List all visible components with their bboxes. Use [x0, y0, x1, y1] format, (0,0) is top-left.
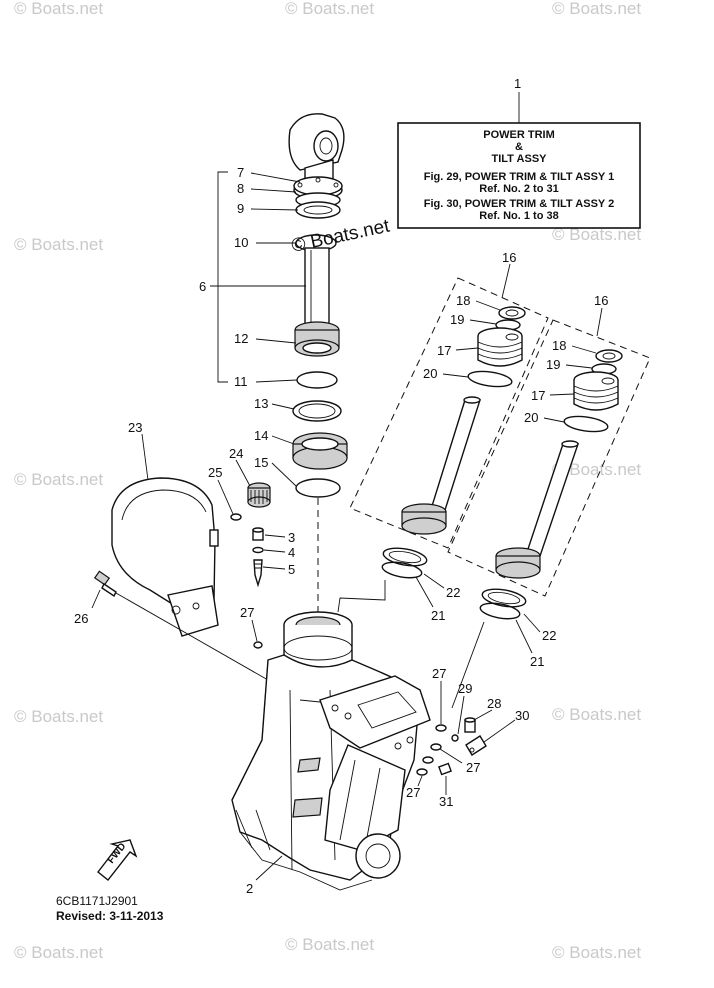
ref-box-line6: Fig. 30, POWER TRIM & TILT ASSY 2 [424, 198, 614, 210]
watermark-text: © Boats.net [14, 470, 103, 489]
seal-rings-21-22 [337, 547, 527, 709]
watermark-text: © Boats.net [552, 460, 641, 479]
callout-31: 31 [439, 794, 453, 809]
ref-box-line3: TILT ASSY [492, 153, 548, 165]
valve-hardware [416, 717, 487, 776]
footer: 6CB1171J2901 Revised: 3-11-2013 [56, 894, 164, 923]
fwd-arrow: FWD [97, 839, 138, 881]
ref-box-line5: Ref. No. 2 to 31 [479, 183, 558, 195]
ref-box-line4: Fig. 29, POWER TRIM & TILT ASSY 1 [424, 171, 614, 183]
reference-box: POWER TRIM & TILT ASSY Fig. 29, POWER TR… [397, 92, 641, 229]
callout-21-left: 21 [431, 608, 445, 623]
ref-box-line1: POWER TRIM [483, 129, 555, 141]
callout-11: 11 [234, 374, 248, 389]
watermark-text: © Boats.net [14, 235, 103, 254]
watermark-text: © Boats.net [14, 943, 103, 962]
callout-17-right: 17 [531, 388, 545, 403]
watermark-text: © Boats.net [552, 705, 641, 724]
diagram-code: 6CB1171J2901 [56, 894, 138, 908]
callout-18-right: 18 [552, 338, 566, 353]
callout-25: 25 [208, 465, 222, 480]
callout-30: 30 [515, 708, 529, 723]
callout-27-left: 27 [240, 605, 254, 620]
callout-4: 4 [288, 545, 295, 560]
callout-12: 12 [234, 331, 248, 346]
callout-28: 28 [487, 696, 501, 711]
callout-14: 14 [254, 428, 268, 443]
callout-26: 26 [74, 611, 88, 626]
revision-date: Revised: 3-11-2013 [56, 909, 164, 923]
callout-19-left: 19 [450, 312, 464, 327]
small-hardware [93, 482, 271, 681]
tilt-rod-assembly [288, 113, 348, 620]
watermark-text: © Boats.net [285, 935, 374, 954]
watermark-text: © Boats.net [552, 0, 641, 18]
callout-23: 23 [128, 420, 142, 435]
callout-19-right: 19 [546, 357, 560, 372]
callout-3: 3 [288, 530, 295, 545]
callout-6: 6 [199, 279, 206, 294]
callout-16-right: 16 [594, 293, 608, 308]
callout-1: 1 [514, 76, 521, 91]
watermark-text: © Boats.net [285, 0, 374, 18]
watermark-text: © Boats.net [14, 0, 103, 18]
callout-10: 10 [234, 235, 248, 250]
callout-22-right: 22 [542, 628, 556, 643]
callout-29: 29 [458, 681, 472, 696]
callout-20-left: 20 [423, 366, 437, 381]
callout-15: 15 [254, 455, 268, 470]
callout-16-left: 16 [502, 250, 516, 265]
watermark-text: © Boats.net [14, 707, 103, 726]
callout-7: 7 [237, 165, 244, 180]
ref-box-line7: Ref. No. 1 to 38 [479, 210, 558, 222]
watermark-text: © Boats.net [552, 225, 641, 244]
callout-8: 8 [237, 181, 244, 196]
leader-lines [91, 171, 603, 881]
trim-cylinder-group-right [447, 319, 651, 597]
callout-21-right: 21 [530, 654, 544, 669]
callout-13: 13 [254, 396, 268, 411]
callout-9: 9 [237, 201, 244, 216]
trim-cylinder-group-left [349, 277, 549, 549]
callout-2: 2 [246, 881, 253, 896]
cover-23 [111, 477, 219, 637]
callout-5: 5 [288, 562, 295, 577]
callout-27-upper: 27 [432, 666, 446, 681]
callout-27-right: 27 [466, 760, 480, 775]
callout-numbers: 1 2 3 4 5 6 7 8 9 10 11 12 13 14 15 16 1… [74, 76, 608, 896]
callout-18-left: 18 [456, 293, 470, 308]
callout-20-right: 20 [524, 410, 538, 425]
callout-17-left: 17 [437, 343, 451, 358]
watermark-text: © Boats.net [552, 943, 641, 962]
callout-24: 24 [229, 446, 243, 461]
callout-27-lower: 27 [406, 785, 420, 800]
power-trim-housing [231, 611, 431, 891]
ref-box-line2: & [515, 141, 523, 153]
callout-22-left: 22 [446, 585, 460, 600]
